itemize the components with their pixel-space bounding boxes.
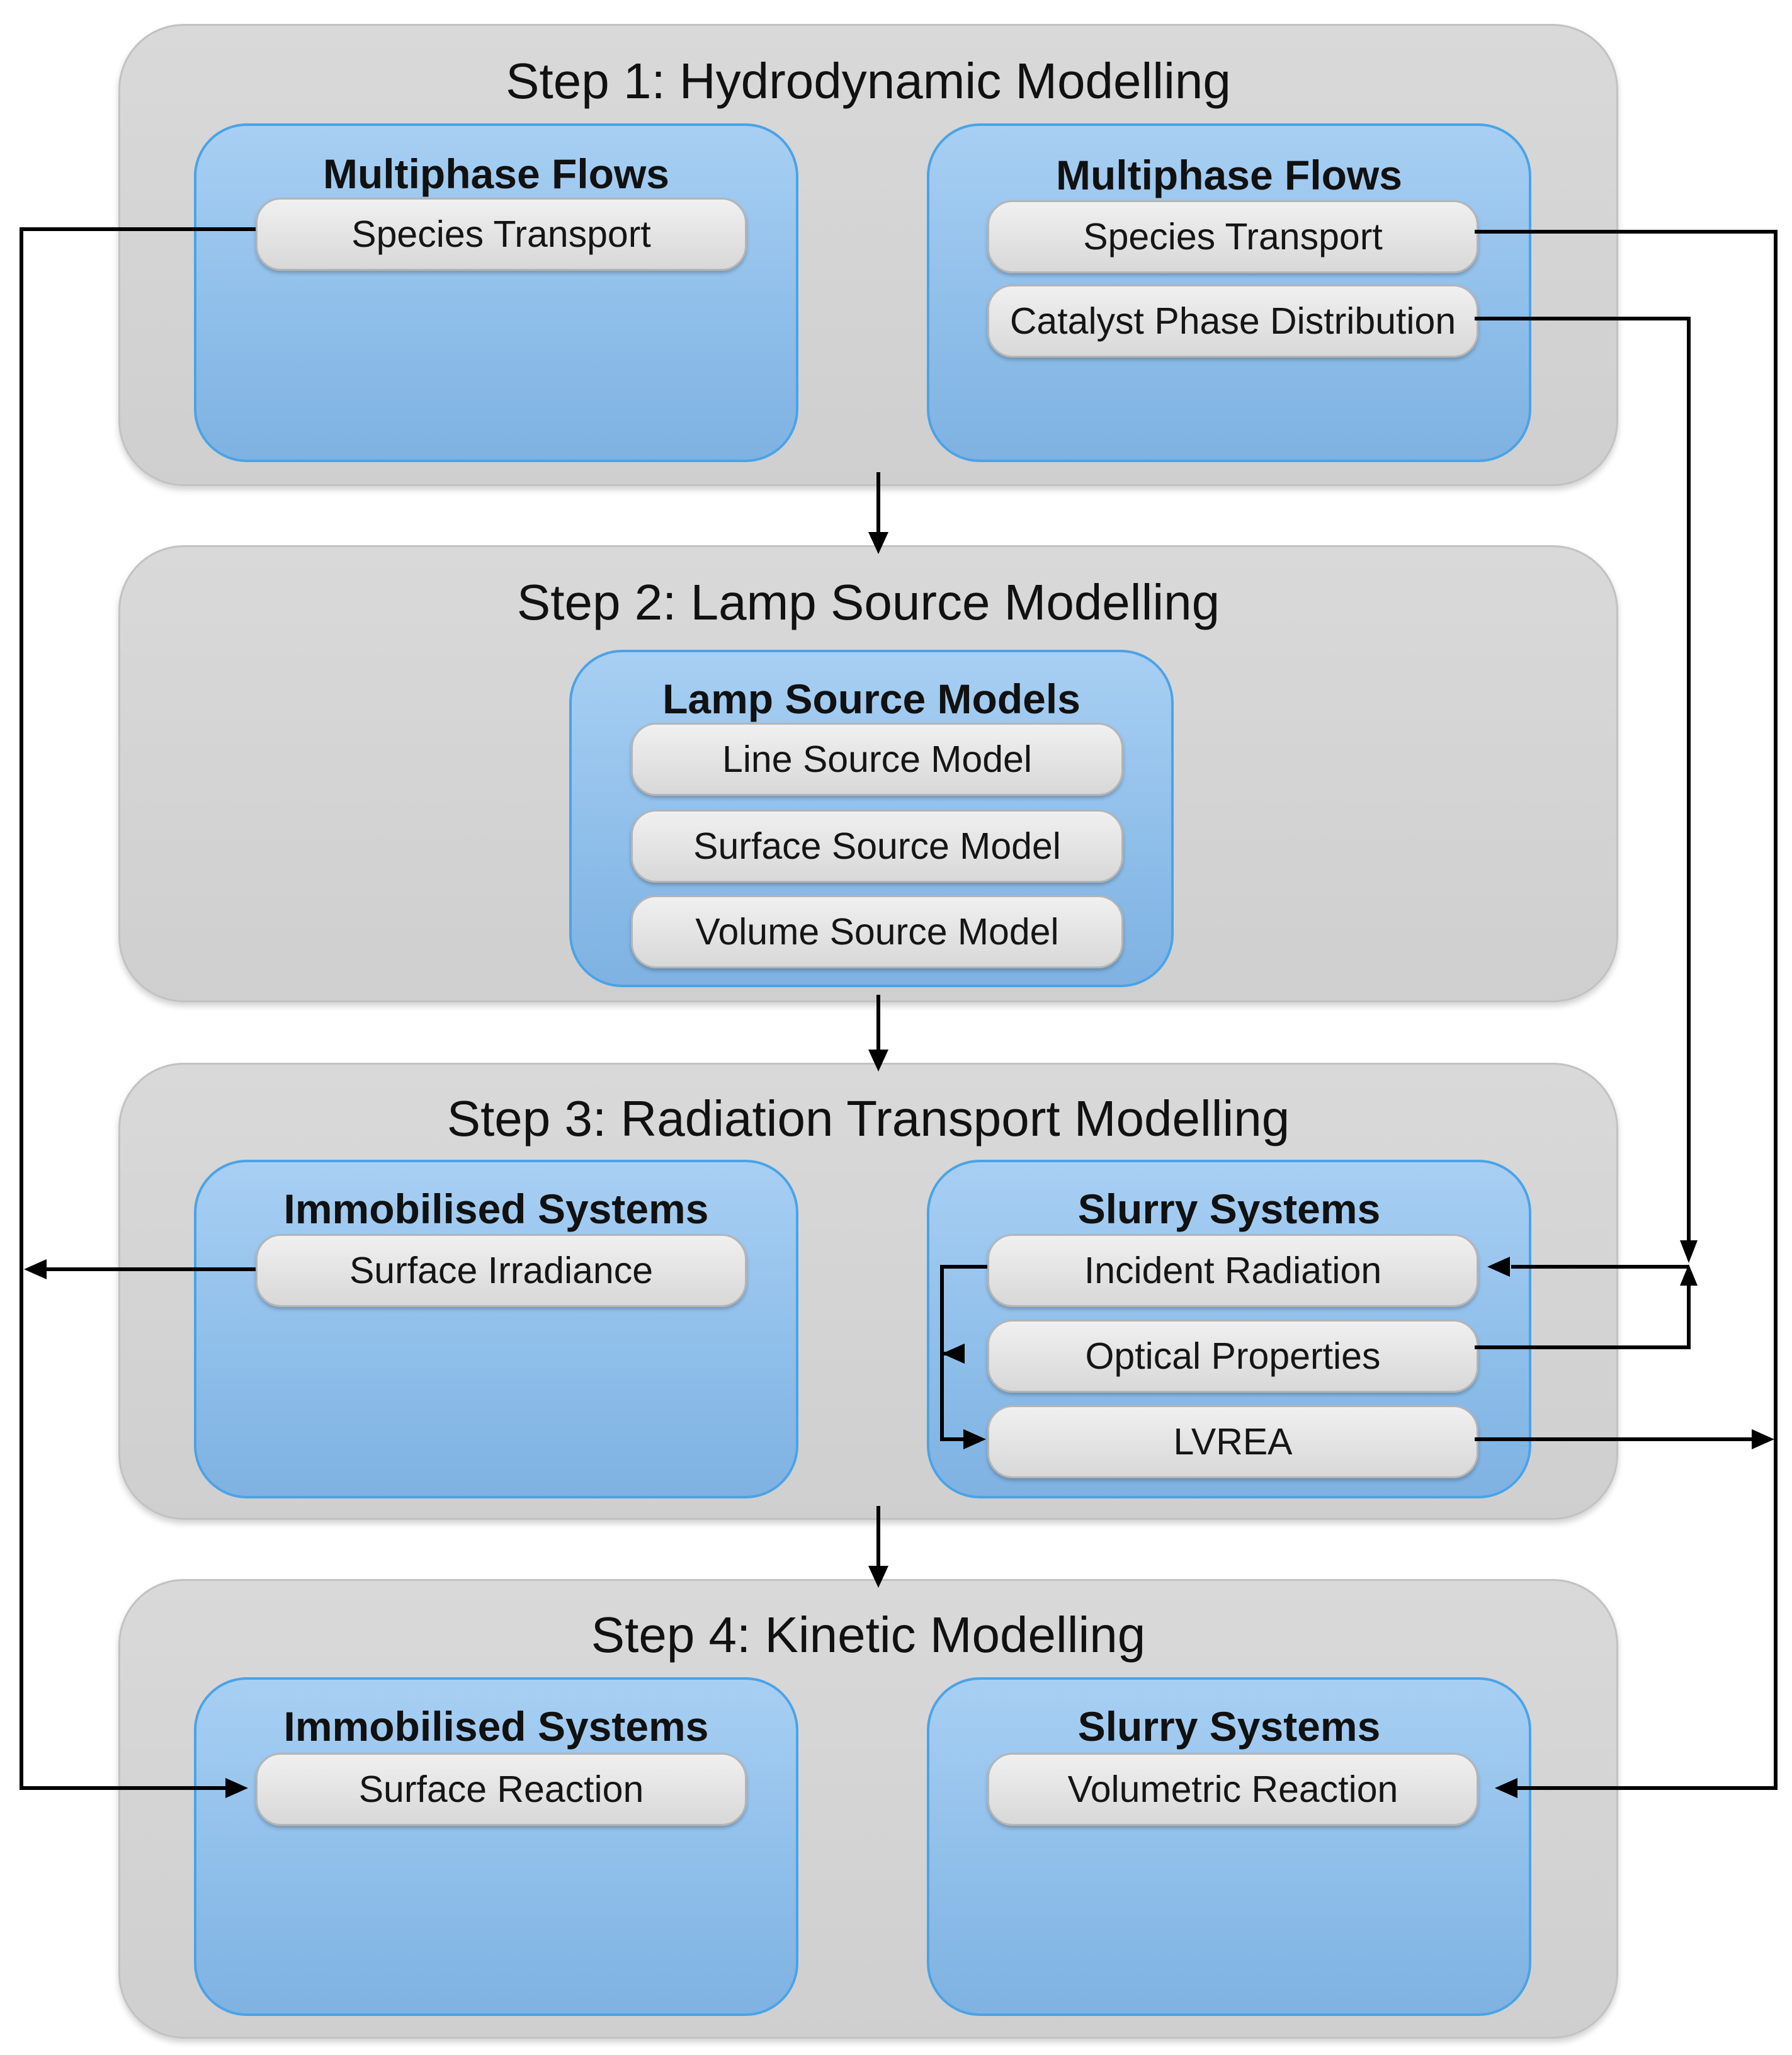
arrowhead-incident-radiation <box>1487 1257 1510 1277</box>
arrowhead-step2-step3 <box>868 1050 888 1072</box>
group-title: Multiphase Flows <box>322 150 670 197</box>
step-1-multiphase-flows-left: Multiphase Flows <box>194 123 798 462</box>
optical-to-junction-line <box>1475 1282 1691 1349</box>
arrowhead-lvrea-out <box>1752 1429 1774 1449</box>
left-loop-line <box>20 227 256 1790</box>
arrowhead-surface-reaction <box>225 1778 248 1798</box>
arrowhead-step1-step2 <box>868 532 888 554</box>
species-transport-right: Species Transport <box>987 200 1478 273</box>
arrowhead-step3-step4 <box>868 1566 888 1588</box>
surface-irradiance: Surface Irradiance <box>256 1234 747 1307</box>
arrowhead-catalyst-junction <box>1680 1240 1698 1263</box>
group-title: Slurry Systems <box>1077 1703 1381 1750</box>
lvrea: LVREA <box>987 1405 1478 1478</box>
group-title: Multiphase Flows <box>1055 152 1403 198</box>
step-4-title: Step 4: Kinetic Modelling <box>591 1607 1146 1663</box>
step-2-title: Step 2: Lamp Source Modelling <box>516 574 1220 630</box>
group-title: Slurry Systems <box>1077 1186 1381 1232</box>
arrowhead-volumetric-reaction <box>1495 1778 1517 1798</box>
immobilised-systems-kinetic: Immobilised Systems <box>194 1677 798 2016</box>
arrowhead-left-loop <box>24 1259 47 1279</box>
group-title: Immobilised Systems <box>283 1186 709 1232</box>
group-title: Lamp Source Models <box>662 676 1080 722</box>
step-3-title: Step 3: Radiation Transport Modelling <box>446 1090 1290 1146</box>
volumetric-reaction: Volumetric Reaction <box>987 1753 1478 1826</box>
surface-source-model: Surface Source Model <box>631 810 1123 883</box>
optical-properties: Optical Properties <box>987 1320 1478 1393</box>
immobilised-systems-radiation: Immobilised Systems <box>194 1160 798 1498</box>
right-outer-loop-line <box>1475 230 1778 1790</box>
catalyst-phase-distribution: Catalyst Phase Distribution <box>987 285 1478 358</box>
catalyst-to-junction-line <box>1475 317 1691 1242</box>
incident-radiation: Incident Radiation <box>987 1234 1478 1307</box>
species-transport-left: Species Transport <box>256 198 747 271</box>
arrowhead-optical-bracket <box>942 1344 965 1364</box>
arrowhead-lvrea-bracket <box>963 1429 986 1449</box>
arrowhead-optical-junction <box>1680 1264 1698 1286</box>
slurry-systems-kinetic: Slurry Systems <box>927 1677 1531 2016</box>
step-1-title: Step 1: Hydrodynamic Modelling <box>506 53 1231 109</box>
surface-reaction: Surface Reaction <box>256 1753 747 1826</box>
line-source-model: Line Source Model <box>631 723 1123 796</box>
group-title: Immobilised Systems <box>283 1703 709 1750</box>
volume-source-model: Volume Source Model <box>631 895 1123 968</box>
